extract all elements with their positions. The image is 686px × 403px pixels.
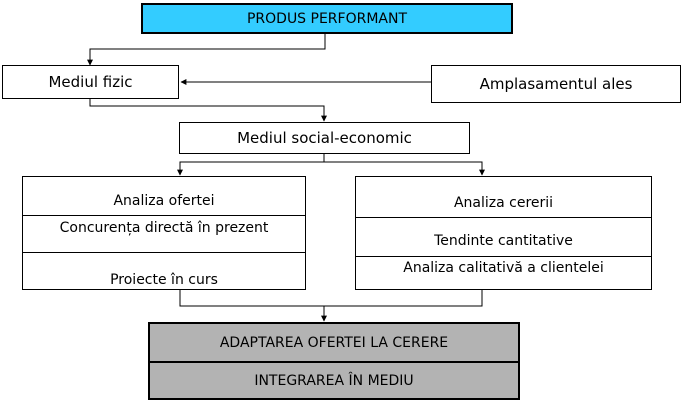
mediul-social-economic-label: Mediul social-economic (237, 129, 412, 147)
connector-to-analiza-cererii (324, 161, 485, 176)
connector-analiza-cererii-to-bottom (324, 290, 483, 307)
analiza-cererii-divider-1 (356, 217, 651, 218)
oferta-item-proiecte: Proiecte în curs (110, 272, 218, 288)
mediul-fizic-label: Mediul fizic (48, 73, 133, 91)
bottom-box-divider (150, 361, 518, 363)
analiza-cererii-header: Analiza cererii (453, 195, 554, 211)
connector-analiza-ofertei-to-bottom (179, 290, 324, 307)
mediul-social-economic-box: Mediul social-economic (179, 122, 470, 154)
title-label: PRODUS PERFORMANT (246, 10, 408, 27)
bottom-box: ADAPTAREA OFERTEI LA CERERE INTEGRAREA Î… (148, 322, 520, 400)
cerere-item-tendinte: Tendinte cantitative (434, 233, 573, 249)
adaptarea-label: ADAPTAREA OFERTEI LA CERERE (219, 334, 449, 351)
title-box: PRODUS PERFORMANT (141, 3, 513, 34)
connector-mediul-fizic-to-mediul-social (89, 99, 327, 122)
analiza-ofertei-box: Analiza ofertei Concurența directă în pr… (22, 176, 306, 290)
analiza-cererii-divider-2 (356, 256, 651, 257)
mediul-fizic-box: Mediul fizic (2, 65, 179, 99)
integrarea-label: INTEGRAREA ÎN MEDIU (254, 372, 414, 389)
amplasament-label: Amplasamentul ales (479, 75, 633, 93)
analiza-ofertei-divider-1 (23, 215, 305, 216)
cerere-item-calitativa: Analiza calitativă a clientelei (403, 260, 604, 276)
analiza-ofertei-divider-2 (23, 252, 305, 253)
connector-title-to-mediul-fizic (87, 34, 326, 66)
analiza-ofertei-header: Analiza ofertei (113, 193, 215, 209)
oferta-item-concurenta: Concurența directă în prezent (59, 220, 269, 236)
connector-to-analiza-ofertei (177, 161, 324, 176)
amplasament-box: Amplasamentul ales (431, 65, 681, 103)
analiza-cererii-box: Analiza cererii Tendinte cantitative Ana… (355, 176, 652, 290)
